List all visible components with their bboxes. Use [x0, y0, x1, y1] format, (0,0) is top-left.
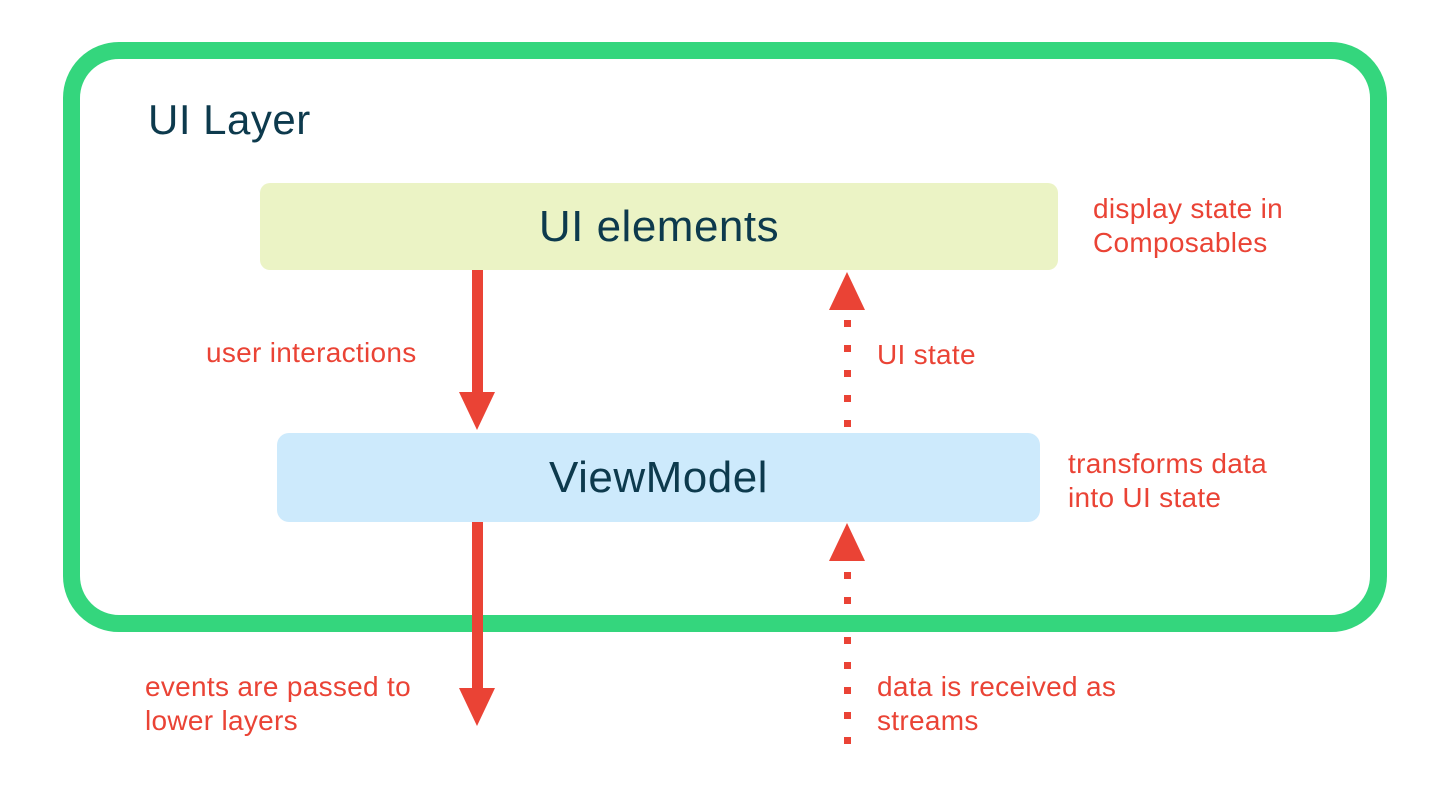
events-arrow-shaft — [472, 522, 483, 690]
display-state-note-line1: display state in — [1093, 193, 1284, 224]
ui-elements-box: UI elements — [260, 183, 1058, 270]
user-interactions-label: user interactions — [206, 337, 417, 368]
transforms-data-note: transforms data into UI state — [1068, 447, 1267, 515]
user-interactions-arrow-shaft — [472, 270, 483, 396]
events-note: events are passed to lower layers — [145, 670, 411, 738]
ui-state-arrow-head — [829, 272, 865, 310]
streams-note: data is received as streams — [877, 670, 1116, 738]
viewmodel-box: ViewModel — [277, 433, 1040, 522]
events-arrow-head — [459, 688, 495, 726]
display-state-note-line2: Composables — [1093, 227, 1268, 258]
streams-arrow-shaft-lower — [844, 637, 851, 749]
events-note-line1: events are passed to — [145, 671, 411, 702]
events-note-line2: lower layers — [145, 705, 298, 736]
ui-state-label: UI state — [877, 339, 976, 370]
transforms-data-note-line1: transforms data — [1068, 448, 1268, 479]
display-state-note: display state in Composables — [1093, 192, 1283, 260]
user-interactions-arrow-head — [459, 392, 495, 430]
ui-layer-title: UI Layer — [148, 96, 311, 143]
ui-layer-container — [63, 42, 1387, 632]
streams-arrow-shaft-upper — [844, 572, 851, 611]
streams-arrow-head — [829, 523, 865, 561]
streams-note-line1: data is received as — [877, 671, 1117, 702]
streams-note-line2: streams — [877, 705, 979, 736]
ui-state-arrow-shaft — [844, 320, 851, 433]
transforms-data-note-line2: into UI state — [1068, 482, 1222, 513]
ui-elements-box-label: UI elements — [538, 201, 780, 251]
viewmodel-box-label: ViewModel — [549, 452, 768, 502]
